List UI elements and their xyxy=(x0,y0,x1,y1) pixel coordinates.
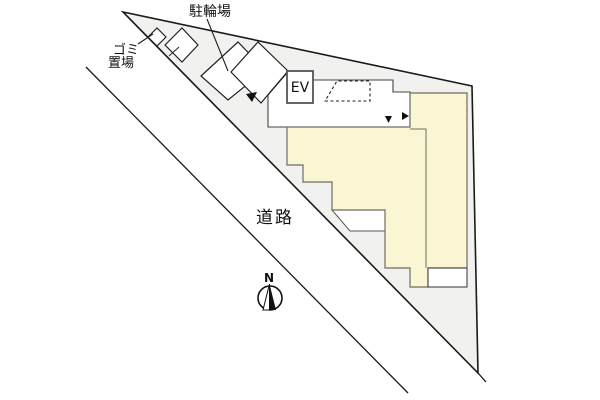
garbage-area-label: ゴミ 置場 xyxy=(108,42,139,71)
bicycle-parking-structure-small xyxy=(164,27,199,63)
garbage-area-label-line1: ゴミ xyxy=(113,42,139,58)
north-label: N xyxy=(264,271,274,285)
stairs-dashed-outline xyxy=(324,80,371,102)
bicycle-parking-label: 駐輪場 xyxy=(189,3,231,20)
north-compass-icon: N xyxy=(257,271,283,311)
building-internal-wall-line xyxy=(410,128,427,268)
garbage-area-leader-line xyxy=(137,33,154,45)
elevator-box xyxy=(286,70,314,104)
building-1f-footprint xyxy=(286,92,468,288)
road-edge-extension-line xyxy=(477,372,487,383)
elevator-label: EV xyxy=(291,80,310,96)
entrance-arrow-icon xyxy=(246,92,257,102)
road-lower-edge-line xyxy=(85,66,409,394)
bicycle-parking-leader-line xyxy=(206,18,229,72)
garbage-area-label-line2: 置場 xyxy=(108,56,134,71)
structure-partition-line xyxy=(168,46,180,57)
entrance-recess-rect xyxy=(427,267,468,288)
entrance-arrow-right-icon xyxy=(402,112,409,120)
entrance-arrow-down-icon xyxy=(385,116,392,123)
garbage-storage-structure xyxy=(147,27,167,47)
road-label: 道路 xyxy=(256,208,294,228)
